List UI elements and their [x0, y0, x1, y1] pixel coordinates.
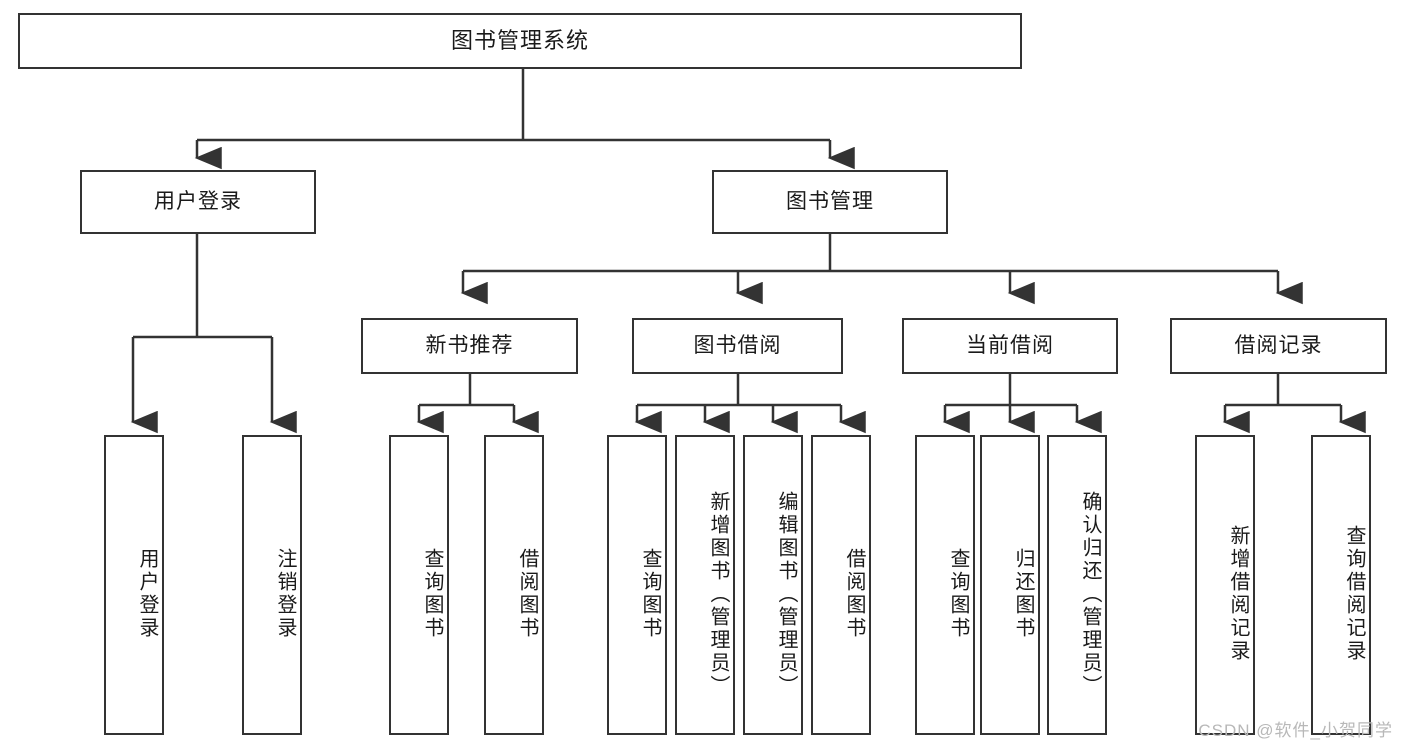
node-label: 图书管理系统: [450, 27, 589, 53]
node-label: 借阅图书: [516, 548, 538, 640]
leaf-query-book-borrow[interactable]: 查询图书: [607, 435, 667, 735]
leaf-edit-book[interactable]: 编辑图书（管理员）: [743, 435, 803, 735]
node-root-system[interactable]: 图书管理系统: [18, 13, 1022, 69]
node-label: 新增图书（管理员）: [707, 490, 729, 698]
leaf-borrow-book-recommend[interactable]: 借阅图书: [484, 435, 544, 735]
node-label: 编辑图书（管理员）: [775, 490, 797, 698]
leaf-user-login[interactable]: 用户登录: [104, 435, 164, 735]
leaf-query-book-current[interactable]: 查询图书: [915, 435, 975, 735]
node-label: 图书借阅: [693, 334, 782, 358]
node-label: 查询图书: [639, 548, 661, 640]
leaf-user-logout[interactable]: 注销登录: [242, 435, 302, 735]
node-label: 用户登录: [154, 190, 242, 214]
node-label: 归还图书: [1012, 548, 1034, 640]
node-label: 确认归还（管理员）: [1079, 490, 1101, 698]
node-borrow-record[interactable]: 借阅记录: [1170, 318, 1387, 374]
leaf-add-book[interactable]: 新增图书（管理员）: [675, 435, 735, 735]
leaf-query-borrow-record[interactable]: 查询借阅记录: [1311, 435, 1371, 735]
node-new-book-recommend[interactable]: 新书推荐: [361, 318, 578, 374]
leaf-query-book-recommend[interactable]: 查询图书: [389, 435, 449, 735]
node-label: 用户登录: [136, 548, 158, 640]
leaf-add-borrow-record[interactable]: 新增借阅记录: [1195, 435, 1255, 735]
node-label: 查询图书: [421, 548, 443, 640]
node-label: 注销登录: [274, 548, 296, 640]
leaf-borrow-book[interactable]: 借阅图书: [811, 435, 871, 735]
node-current-borrow[interactable]: 当前借阅: [902, 318, 1118, 374]
node-label: 借阅记录: [1234, 334, 1323, 358]
node-book-borrow[interactable]: 图书借阅: [632, 318, 843, 374]
node-label: 图书管理: [786, 190, 874, 214]
leaf-return-book[interactable]: 归还图书: [980, 435, 1040, 735]
node-label: 查询借阅记录: [1343, 525, 1365, 663]
node-label: 借阅图书: [843, 548, 865, 640]
node-label: 新增借阅记录: [1227, 525, 1249, 663]
node-user-login[interactable]: 用户登录: [80, 170, 316, 234]
node-label: 当前借阅: [966, 334, 1054, 358]
node-book-manage[interactable]: 图书管理: [712, 170, 948, 234]
node-label: 新书推荐: [425, 334, 514, 358]
node-label: 查询图书: [947, 548, 969, 640]
csdn-watermark: CSDN @软件_小贺同学: [1198, 721, 1393, 740]
leaf-confirm-return[interactable]: 确认归还（管理员）: [1047, 435, 1107, 735]
